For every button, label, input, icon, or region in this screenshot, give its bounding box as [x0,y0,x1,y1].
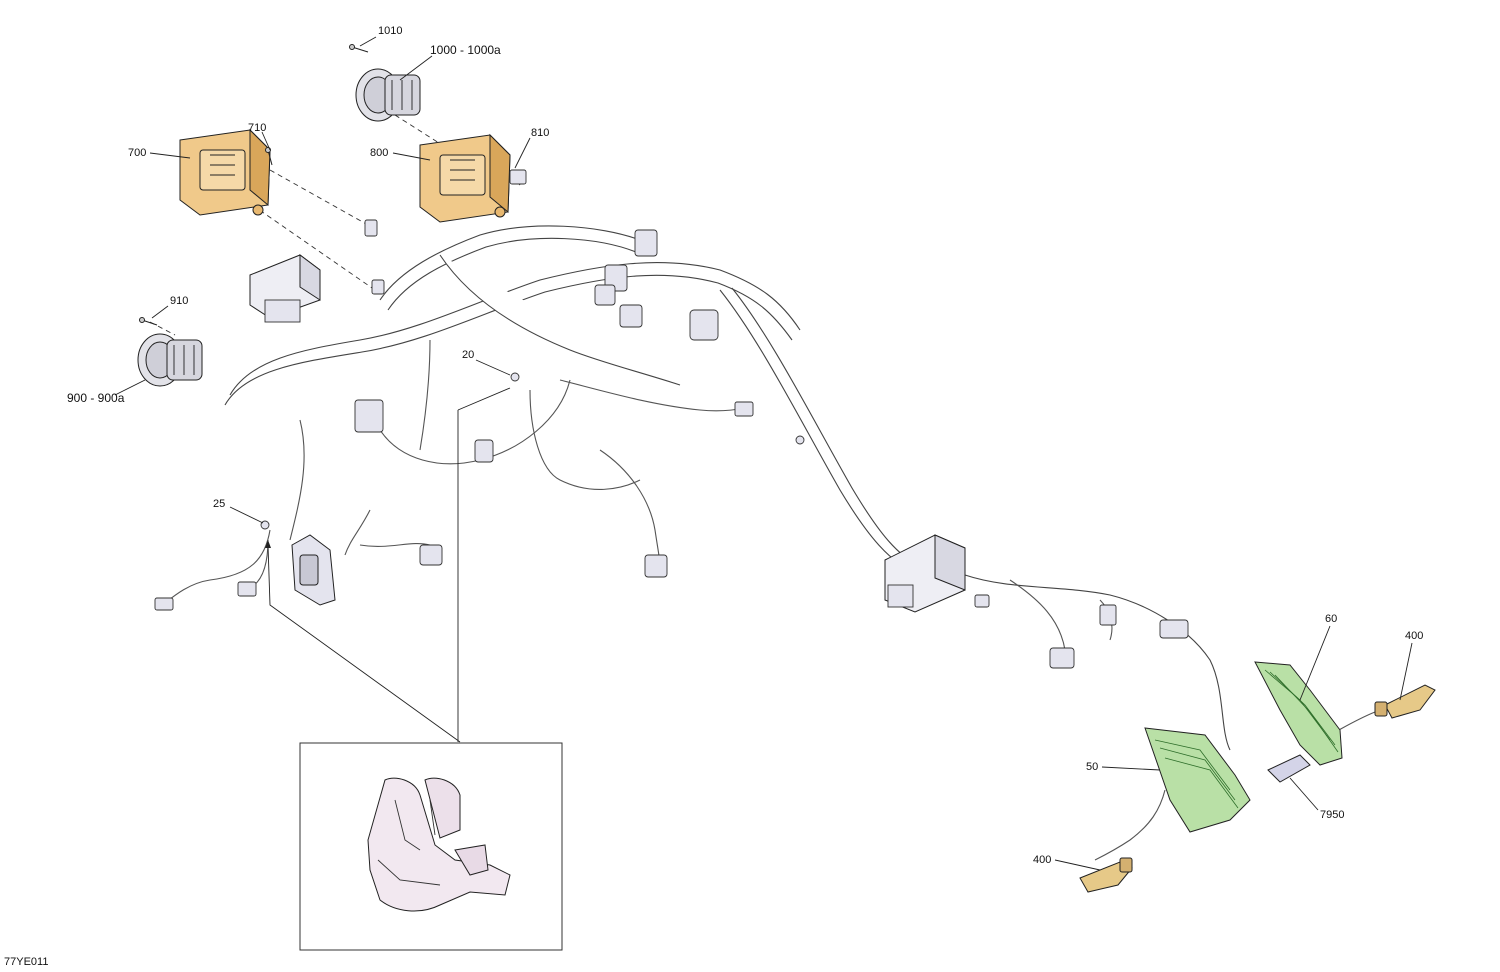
clip [510,372,520,382]
harness-bundle-top-2 [387,237,637,311]
switch-assembly [291,534,336,606]
wire-center-drop [419,339,431,451]
wire-center-hook [599,449,661,566]
connector [419,544,443,566]
connector [371,279,385,295]
dash-710 [269,169,369,226]
connector [1159,619,1189,639]
wire-rear-branch-1 [1009,579,1066,651]
leaders [114,36,1413,871]
main-harness [164,225,1376,861]
connector [154,597,174,611]
callout-910: 910 [170,295,188,307]
connector [734,401,754,417]
connector [619,304,643,328]
relay-box-left [249,254,321,323]
tail-light-50 [1144,727,1251,833]
license-light-7950 [1267,754,1311,783]
module-800 [419,133,511,223]
wire-center-lower [529,389,641,490]
connector [644,554,668,578]
callout-800: 800 [370,147,388,159]
connector-810 [509,169,527,185]
connector [974,594,990,608]
connector [474,439,494,463]
turn-signal-right [1374,684,1436,719]
wire-right-branch [559,379,746,412]
callout-labels: 1010 1000 - 1000a 710 700 810 800 910 90… [67,25,1423,866]
connector [1049,647,1075,669]
callout-400-left: 400 [1033,854,1051,866]
connector [689,309,719,341]
callout-20: 20 [462,349,474,361]
connector [634,229,658,257]
callout-60: 60 [1325,613,1337,625]
connector [364,219,378,237]
horn-1000 [355,68,421,122]
connector [354,399,384,433]
callout-400-right: 400 [1405,630,1423,642]
connectors [154,219,1189,669]
callout-1010: 1010 [378,25,402,37]
callout-1000: 1000 - 1000a [430,43,501,57]
wire-to-turn-left [1094,789,1166,861]
screws [139,44,527,326]
clip [795,435,805,445]
fuse-box [884,534,966,613]
callout-50: 50 [1086,761,1098,773]
tail-light-60 [1254,661,1343,766]
harness-trunk-2 [731,287,919,566]
wire-left-drop [289,419,305,541]
turn-signal-left [1079,857,1133,893]
detail-inset [265,387,563,951]
connector [1099,604,1117,626]
callout-7950: 7950 [1320,809,1344,821]
wire-left-branch [164,529,271,604]
horn-900 [137,333,203,387]
document-code: 77YE011 [4,956,48,968]
harness-loop-center [439,254,681,386]
callout-710: 710 [248,122,266,134]
harness-bundle-upper-2 [224,274,793,406]
harness-rear-run [964,574,1231,751]
clip-detail [367,777,511,912]
callout-810: 810 [531,127,549,139]
module-700 [179,128,271,216]
callout-25: 25 [213,498,225,510]
wire-to-seat-switch [344,509,371,556]
callout-900: 900 - 900a [67,391,125,405]
wire-to-sensor [359,543,431,547]
connector [604,264,628,292]
callout-700: 700 [128,147,146,159]
connector [237,581,257,597]
connector [594,284,616,306]
